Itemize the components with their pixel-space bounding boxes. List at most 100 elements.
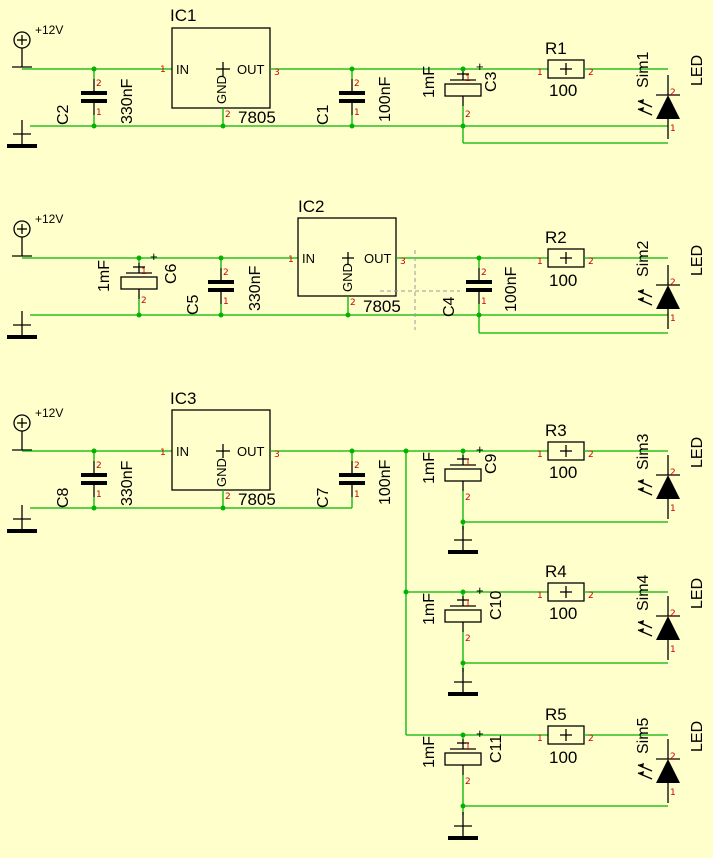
cap-value: 1mF <box>421 452 438 484</box>
pin-number: 1 <box>670 645 676 655</box>
resistor <box>547 441 585 461</box>
pin-number: 2 <box>465 110 471 120</box>
resistor-value: 100 <box>549 463 577 482</box>
led-ref: Sim2 <box>635 240 652 277</box>
resistor-ref: R1 <box>545 39 567 58</box>
pin-out: OUT <box>237 444 265 459</box>
resistor-value: 100 <box>549 81 577 100</box>
cap-ref: C2 <box>55 104 72 125</box>
pin-number: 2 <box>354 79 360 89</box>
pin-number: 1 <box>670 124 676 134</box>
electrolytic-capacitor <box>444 454 482 492</box>
supply-symbol <box>11 31 33 68</box>
led-ref: Sim4 <box>635 574 652 611</box>
pin-number: 2 <box>223 268 229 278</box>
ground-symbol <box>446 666 480 696</box>
plus-mark: + <box>476 442 484 457</box>
capacitor <box>337 77 367 117</box>
pin-in: IN <box>176 444 189 459</box>
pin-number: 1 <box>537 257 543 267</box>
capacitor <box>464 266 494 306</box>
regulator-type: 7805 <box>363 297 401 316</box>
cap-ref: C11 <box>488 735 505 763</box>
pin-number: 2 <box>96 461 102 471</box>
cap-value: 330nF <box>247 265 264 311</box>
electrolytic-capacitor <box>444 738 482 776</box>
cap-ref: C9 <box>483 453 500 474</box>
pin-gnd: GND <box>214 458 229 487</box>
capacitor <box>206 266 236 306</box>
electrolytic-capacitor <box>120 262 158 300</box>
resistor <box>547 248 585 268</box>
pin-number: 1 <box>537 450 543 460</box>
cap-value: 330nF <box>119 78 136 124</box>
pin-number: 2 <box>588 450 594 460</box>
cap-value: 1mF <box>96 260 113 292</box>
pin-number: 3 <box>274 450 280 460</box>
pin-number: 1 <box>670 788 676 798</box>
pin-number: 1 <box>465 458 471 468</box>
pin-number: 1 <box>465 742 471 752</box>
regulator-body <box>171 409 271 491</box>
pin-number: 1 <box>465 599 471 609</box>
branch: 1mF C9 + R3 100 Sim3 LED <box>421 421 706 554</box>
pin-number: 2 <box>670 752 676 762</box>
resistor-value: 100 <box>549 271 577 290</box>
cap-ref: C6 <box>163 263 180 284</box>
pin-number: 2 <box>465 634 471 644</box>
pin-number: 1 <box>141 267 147 277</box>
pin-number: 2 <box>465 777 471 787</box>
ground-symbol <box>446 524 480 554</box>
pin-number: 1 <box>354 108 360 118</box>
pin-number: 1 <box>288 255 294 265</box>
pin-in: IN <box>176 62 189 77</box>
capacitor <box>79 77 109 117</box>
cap-value: 1mF <box>421 593 438 625</box>
pin-number: 1 <box>537 68 543 78</box>
cap-value: 1mF <box>421 66 438 98</box>
resistor-ref: R5 <box>545 705 567 724</box>
pin-number: 1 <box>96 108 102 118</box>
pin-number: 2 <box>481 268 487 278</box>
capacitor <box>79 459 109 499</box>
cap-value: 100nF <box>503 266 520 312</box>
pin-number: 2 <box>670 278 676 288</box>
pin-numbers: 1 3 2 2 1 2 1 1 2 1 2 2 1 1 3 2 1 2 2 1 … <box>96 65 676 798</box>
ground-symbol <box>5 118 39 148</box>
cap-value: 1mF <box>421 736 438 768</box>
supply-label: +12V <box>35 23 63 37</box>
pin-in: IN <box>302 251 315 266</box>
led-value: LED <box>689 55 706 86</box>
pin-number: 2 <box>588 68 594 78</box>
pin-number: 2 <box>225 492 231 502</box>
regulator-type: 7805 <box>238 490 276 509</box>
cap-value: 330nF <box>119 460 136 506</box>
branch: 1mF C11 + R5 100 Sim5 LED <box>406 705 706 840</box>
supply-label: +12V <box>35 212 63 226</box>
led-value: LED <box>689 721 706 752</box>
pin-number: 1 <box>670 314 676 324</box>
ground-symbol <box>5 503 39 533</box>
led-value: LED <box>689 437 706 468</box>
resistor-ref: R3 <box>545 421 567 440</box>
led-ref: Sim5 <box>635 717 652 754</box>
pin-number: 1 <box>354 490 360 500</box>
cap-ref: C7 <box>315 487 332 508</box>
pin-number: 2 <box>588 591 594 601</box>
plus-mark: + <box>476 726 484 741</box>
pin-number: 2 <box>96 79 102 89</box>
resistor-value: 100 <box>549 604 577 623</box>
pin-number: 1 <box>96 490 102 500</box>
resistor <box>547 582 585 602</box>
row-mid: +12V 1mF C6 + C5 330nF IC2 IN OUT GND 78… <box>5 197 706 339</box>
resistor <box>547 725 585 745</box>
pin-number: 2 <box>225 110 231 120</box>
resistor-ref: R2 <box>545 228 567 247</box>
pin-number: 2 <box>354 461 360 471</box>
pin-number: 1 <box>670 504 676 514</box>
pin-number: 2 <box>670 609 676 619</box>
plus-mark: + <box>476 59 484 74</box>
cap-ref: C3 <box>483 71 500 92</box>
cap-ref: C4 <box>441 296 458 317</box>
